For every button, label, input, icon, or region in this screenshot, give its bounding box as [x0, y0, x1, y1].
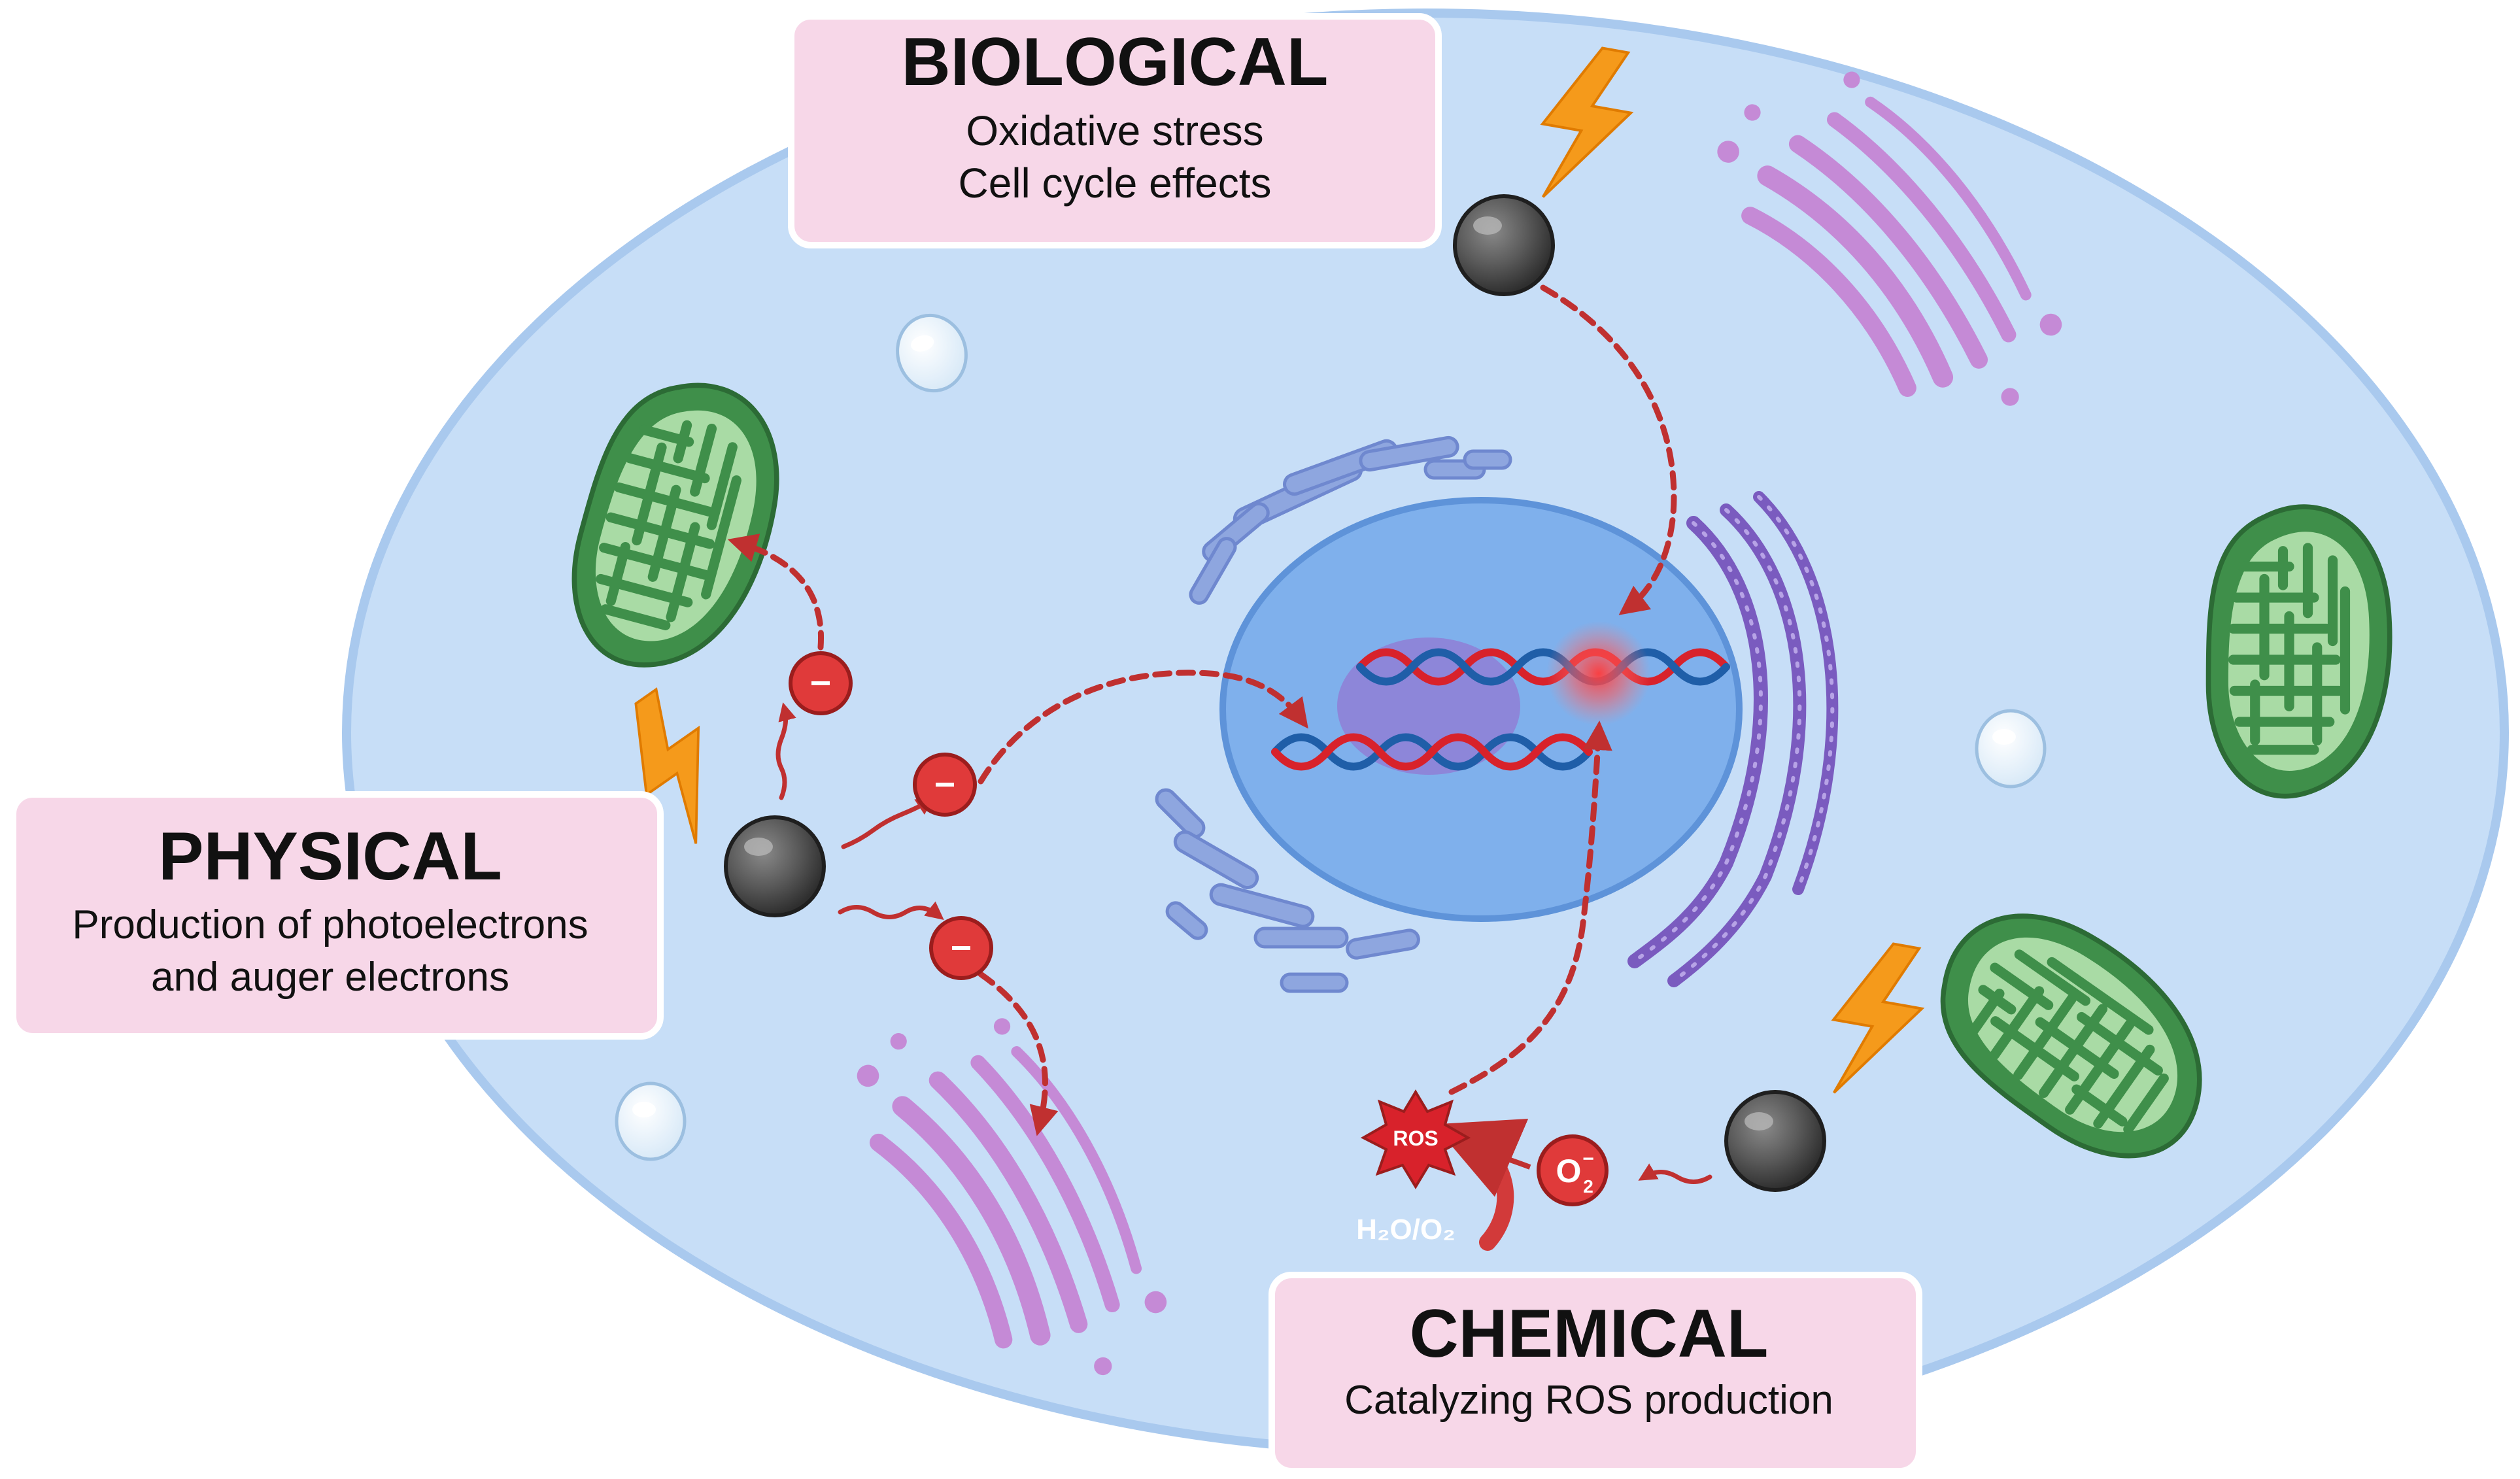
vesicle-icon [617, 1083, 685, 1159]
smooth-er [1155, 435, 1512, 993]
arrow-to-mitochondrion [727, 534, 825, 651]
dna-damage-glow [1546, 621, 1651, 726]
physical-box: PHYSICAL Production of photoelectrons an… [10, 791, 664, 1040]
physical-line-2: and auger electrons [151, 955, 509, 1000]
nanoparticle-icon [1455, 196, 1553, 294]
physical-line-1: Production of photoelectrons [72, 902, 588, 947]
arrow-to-golgi [978, 971, 1059, 1136]
chemical-title: CHEMICAL [1410, 1296, 1769, 1372]
nanoparticle-icon [1726, 1092, 1824, 1190]
arrows [727, 284, 1677, 1136]
arrow-ros-to-dna [1448, 721, 1612, 1095]
svg-text:O: O [1556, 1153, 1582, 1189]
electron-icon [931, 918, 991, 978]
ros-burst-icon: ROS [1360, 1089, 1471, 1189]
arrow-to-dna [978, 670, 1308, 785]
svg-text:−: − [1582, 1148, 1594, 1170]
emission-arrows [775, 702, 1712, 1184]
superoxide-icon: O 2 − [1537, 1134, 1609, 1206]
electron-icon [791, 653, 851, 713]
svg-text:2: 2 [1583, 1176, 1593, 1197]
vesicle-icon [1977, 711, 2045, 787]
chemical-line-1: Catalyzing ROS production [1344, 1378, 1833, 1423]
svg-text:ROS: ROS [1393, 1127, 1438, 1150]
electron-icon [915, 755, 975, 815]
arrow-biological [1540, 284, 1677, 615]
biological-title: BIOLOGICAL [902, 24, 1329, 100]
chemical-box: CHEMICAL Catalyzing ROS production [1269, 1272, 1922, 1474]
physical-title: PHYSICAL [158, 819, 502, 894]
rough-er [1627, 491, 1839, 987]
biological-line-2: Cell cycle effects [959, 160, 1272, 207]
water-oxygen-arrow [1433, 1119, 1529, 1251]
biological-box: BIOLOGICAL Oxidative stress Cell cycle e… [788, 13, 1442, 248]
mitochondrion-icon [2209, 507, 2390, 796]
nanoparticle-icon [726, 817, 824, 915]
biological-line-1: Oxidative stress [966, 107, 1263, 154]
dna-icon [1271, 648, 1730, 771]
water-oxygen-label: H₂O/O₂ [1356, 1214, 1456, 1246]
